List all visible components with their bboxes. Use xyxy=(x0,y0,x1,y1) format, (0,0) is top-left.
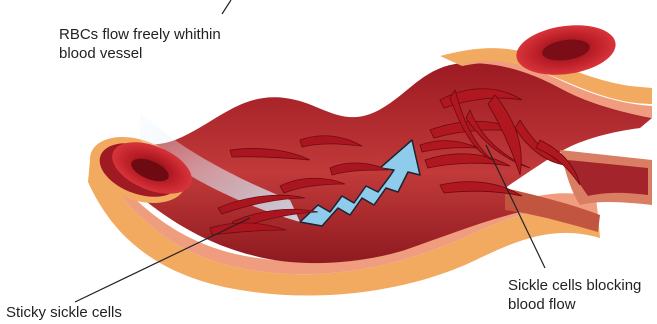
label-sticky-sickle-line1: Sticky sickle cells xyxy=(6,303,122,322)
label-rbc-flow: RBCs flow freely whithin blood vessel xyxy=(59,25,221,63)
label-sickle-blocking-line2: blood flow xyxy=(508,295,641,314)
label-rbc-flow-line2: blood vessel xyxy=(59,44,221,63)
top-pointer-line xyxy=(222,0,231,14)
label-rbc-flow-line1: RBCs flow freely whithin xyxy=(59,25,221,44)
label-sticky-sickle: Sticky sickle cells xyxy=(6,303,122,322)
label-sickle-blocking-line1: Sickle cells blocking xyxy=(508,276,641,295)
label-sickle-blocking: Sickle cells blocking blood flow xyxy=(508,276,641,314)
